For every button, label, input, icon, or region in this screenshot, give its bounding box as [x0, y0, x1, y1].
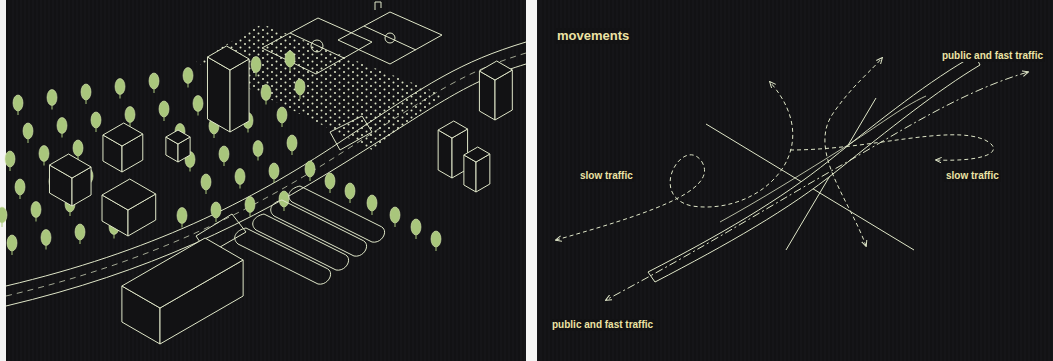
- football-fields: [262, 2, 442, 74]
- tree: [367, 195, 377, 215]
- tree: [219, 146, 229, 166]
- tree: [411, 219, 421, 239]
- tree: [251, 57, 261, 77]
- tree: [211, 202, 221, 222]
- fast-traffic-arrow: [606, 72, 1028, 300]
- building: [479, 61, 512, 120]
- dotted-field: [196, 24, 446, 150]
- building: [438, 121, 467, 178]
- movement-label: slow traffic: [578, 170, 635, 182]
- trees: [0, 51, 441, 255]
- tree: [0, 207, 7, 227]
- movement-label: public and fast traffic: [940, 50, 1045, 62]
- building: [166, 130, 190, 162]
- tree: [7, 235, 17, 255]
- tree: [285, 51, 295, 71]
- tree: [235, 169, 245, 189]
- movement-label: public and fast traffic: [550, 319, 655, 331]
- tree: [115, 79, 125, 99]
- building: [207, 46, 249, 132]
- tree: [159, 101, 169, 121]
- tree: [13, 95, 23, 115]
- tree: [5, 151, 15, 171]
- buildings: [49, 46, 512, 344]
- tree: [390, 207, 400, 227]
- tree: [125, 107, 135, 127]
- tree: [57, 118, 67, 138]
- building: [464, 147, 490, 192]
- tree: [81, 84, 91, 104]
- tree: [305, 161, 315, 181]
- tree: [75, 224, 85, 244]
- tree: [295, 79, 305, 99]
- tree: [39, 146, 49, 166]
- tree: [277, 107, 287, 127]
- tree: [41, 230, 51, 250]
- tree: [269, 163, 279, 183]
- tree: [177, 208, 187, 228]
- tree: [149, 73, 159, 93]
- building: [102, 179, 156, 236]
- tree: [23, 123, 33, 143]
- tree: [193, 96, 203, 116]
- bridge-lane: [720, 96, 926, 222]
- slow-traffic-arrow: [556, 82, 793, 240]
- road: [6, 42, 526, 306]
- tree: [15, 179, 25, 199]
- tree: [287, 135, 297, 155]
- tree: [245, 197, 255, 217]
- tree: [47, 90, 57, 110]
- tree: [345, 183, 355, 203]
- hangars: [235, 186, 385, 284]
- building: [49, 154, 91, 206]
- tree: [431, 231, 441, 251]
- panel-title: movements: [555, 28, 631, 44]
- building: [103, 123, 143, 172]
- right-panel: [537, 0, 1053, 361]
- tree: [261, 85, 271, 105]
- slow-traffic-arrow: [825, 58, 882, 246]
- tree: [31, 202, 41, 222]
- movement-label: slow traffic: [944, 170, 1001, 182]
- tree: [201, 174, 211, 194]
- bridge-ramp: [648, 55, 980, 282]
- tree: [325, 173, 335, 193]
- tree: [183, 68, 193, 88]
- tree: [253, 141, 263, 161]
- building: [122, 238, 243, 344]
- slow-traffic-arrow: [790, 135, 993, 160]
- left-panel: [6, 0, 526, 361]
- tree: [91, 112, 101, 132]
